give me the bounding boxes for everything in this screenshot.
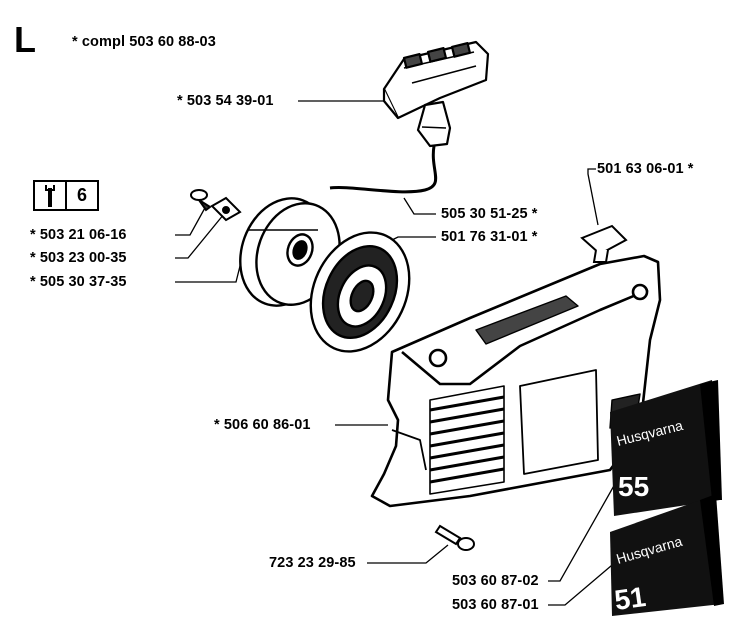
label-handle: * 503 54 39-01	[177, 93, 274, 109]
starter-cover	[370, 254, 662, 508]
label-washer: * 503 23 00-35	[30, 250, 127, 266]
small-screw	[190, 189, 212, 212]
rubber-plug	[580, 224, 628, 263]
tool-box: 6	[33, 180, 99, 211]
starter-handle	[382, 40, 490, 148]
label-pulley: * 505 30 37-35	[30, 274, 127, 290]
decal-55-brand: Husqvarna	[615, 417, 685, 449]
label-rope: 505 30 51-25 *	[441, 206, 538, 222]
bolt	[434, 524, 475, 551]
decal-51-model: 51	[613, 581, 648, 616]
label-decal-55: 503 60 87-02	[452, 573, 539, 589]
wrench-icon	[35, 182, 65, 209]
decal-55-model: 55	[618, 471, 649, 502]
section-letter: L	[14, 19, 36, 60]
spring-assembly	[309, 231, 411, 353]
decal-51-brand: Husqvarna	[614, 533, 684, 567]
label-spring: 501 76 31-01 *	[441, 229, 538, 245]
compl-label: * compl 503 60 88-03	[72, 34, 216, 50]
leader-lines	[175, 100, 625, 606]
label-decal-51: 503 60 87-01	[452, 597, 539, 613]
decal-55: Husqvarna 55	[610, 380, 722, 516]
rope-pulley	[239, 197, 341, 307]
label-plug: 501 63 06-01 *	[597, 161, 694, 177]
label-bolt: 723 23 29-85	[269, 555, 356, 571]
decal-51: Husqvarna 51	[610, 494, 724, 616]
washer	[210, 196, 242, 222]
starter-rope	[329, 145, 438, 194]
tool-count: 6	[65, 182, 97, 209]
label-cover: * 506 60 86-01	[214, 417, 311, 433]
label-screw: * 503 21 06-16	[30, 227, 127, 243]
